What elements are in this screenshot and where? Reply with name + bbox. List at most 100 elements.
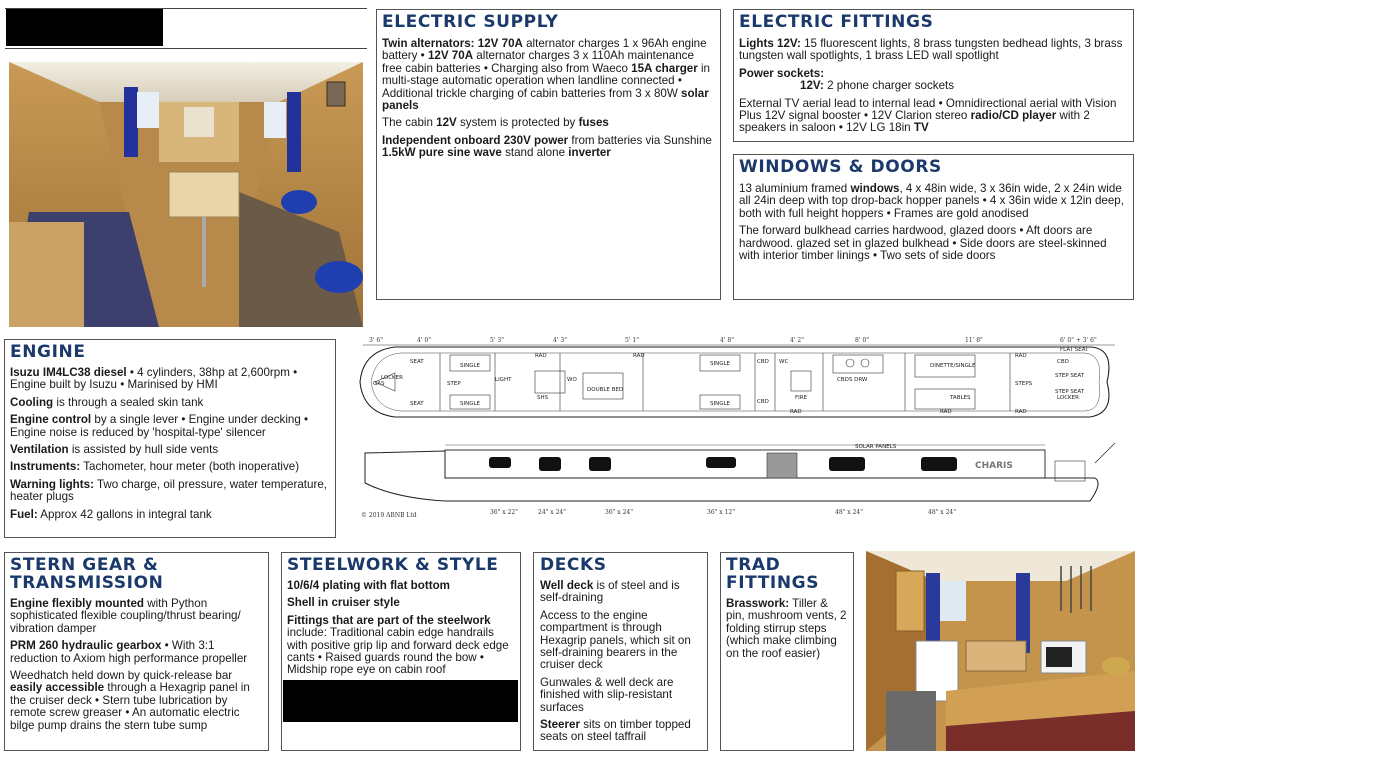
plan-label: RAD	[1015, 409, 1027, 415]
top-dimension: 5' 3"	[490, 337, 504, 344]
plan-label: WC	[779, 359, 788, 365]
plan-label: FLAT SEAT	[1060, 347, 1089, 353]
plan-label: DINETTE/SINGLE	[930, 363, 976, 369]
plan-label: CBDS DRW	[837, 377, 868, 383]
bold-run: fuses	[578, 116, 609, 130]
text-run: External TV aerial lead to internal lead…	[739, 96, 1117, 123]
section-paragraph: PRM 260 hydraulic gearbox • With 3:1 red…	[10, 639, 263, 665]
plan-label: RAD	[535, 353, 547, 359]
section-paragraph: Engine flexibly mounted with Python soph…	[10, 597, 263, 635]
section-paragraph: Instruments: Tachometer, hour meter (bot…	[10, 461, 330, 473]
bold-run: PRM 260 hydraulic gearbox	[10, 639, 162, 653]
redacted-title	[6, 9, 163, 46]
top-dimension: 11' 8"	[965, 337, 983, 344]
plan-label: LIGHT	[495, 377, 512, 383]
section-paragraph: Shell in cruiser style	[287, 597, 515, 609]
bold-run: Warning lights:	[10, 477, 94, 491]
plan-label: RAD	[633, 353, 645, 359]
text-run: is of steel and is self-draining	[540, 579, 680, 605]
electric-fittings-tv: External TV aerial lead to internal lead…	[739, 96, 1128, 135]
bold-run: Well deck	[540, 579, 594, 592]
engine-section: ENGINE Isuzu IM4LC38 diesel • 4 cylinder…	[4, 339, 336, 538]
bold-run: Steerer	[540, 718, 580, 732]
section-paragraph: Gunwales & well deck are finished with s…	[540, 675, 701, 714]
text-run: Approx 42 gallons in integral tank	[37, 507, 212, 521]
plan-label: SINGLE	[460, 363, 481, 369]
bold-run: 1.5kW pure sine wave	[382, 146, 502, 160]
bold-run: Engine flexibly mounted	[10, 597, 144, 610]
bold-run: Engine control	[10, 413, 92, 427]
boat-name: CHARIS	[975, 461, 1013, 471]
top-dimension: 6' 0" + 3' 6"	[1060, 337, 1097, 344]
section-paragraph: Steerer sits on timber topped seats on s…	[540, 718, 701, 744]
top-dimension: 4' 2"	[790, 337, 804, 344]
title-underline	[5, 48, 367, 49]
plan-label: SINGLE	[710, 361, 731, 367]
electric-supply-heading: ELECTRIC SUPPLY	[382, 12, 559, 32]
section-paragraph: Access to the engine compartment is thro…	[540, 608, 701, 672]
electric-fittings-heading: ELECTRIC FITTINGS	[739, 12, 934, 32]
text-run: alternator charges 1 x 96Ah engine batte…	[382, 37, 707, 63]
windows-doors-section: WINDOWS & DOORS 13 aluminium framed wind…	[733, 154, 1134, 300]
electric-fittings-lights: Lights 12V: 15 fluorescent lights, 8 bra…	[739, 37, 1128, 63]
top-rule	[5, 8, 367, 9]
bold-run: radio/CD player	[970, 109, 1057, 123]
plan-label: WO	[567, 377, 577, 383]
text-run: 13 aluminium framed	[739, 182, 851, 195]
top-dimension: 8' 0"	[855, 337, 869, 344]
text-run: alternator charges 3 x 110Ah maintenance…	[382, 49, 694, 75]
window-dimension: 24" x 24"	[538, 509, 566, 516]
bold-run: windows	[850, 182, 900, 195]
top-dimension: 3' 6"	[369, 337, 383, 344]
text-run: sits on timber topped seats on steel taf…	[540, 718, 691, 744]
top-dimension: 4' 0"	[417, 337, 431, 344]
plan-label: SHS	[537, 395, 549, 401]
bold-run: 12V	[436, 116, 457, 130]
bold-run: easily accessible	[10, 681, 105, 695]
engine-paragraphs: Isuzu IM4LC38 diesel • 4 cylinders, 38hp…	[10, 366, 330, 521]
windows-doors-heading: WINDOWS & DOORS	[739, 157, 942, 177]
trad-fittings-heading: TRAD FITTINGS	[726, 555, 820, 593]
engine-heading: ENGINE	[10, 342, 86, 362]
bold-run: 12V:	[800, 79, 824, 93]
top-dimension: 4' 8"	[720, 337, 734, 344]
text-run: • With 3:1 reduction to Axiom high perfo…	[10, 639, 248, 665]
text-run: from batteries via Sunshine	[568, 133, 712, 147]
section-paragraph: Warning lights: Two charge, oil pressure…	[10, 477, 330, 504]
decks-heading: DECKS	[540, 555, 607, 575]
top-dimension: 5' 1"	[625, 337, 639, 344]
electric-fittings-section: ELECTRIC FITTINGS Lights 12V: 15 fluores…	[733, 9, 1134, 142]
bold-run: Lights 12V:	[739, 37, 801, 50]
windows-doors-p2: The forward bulkhead carries hardwood, g…	[739, 225, 1128, 262]
text-run: system is protected by	[456, 116, 579, 130]
section-paragraph: Ventilation is assisted by hull side ven…	[10, 443, 330, 456]
text-run: include: Traditional cabin edge handrail…	[287, 626, 509, 677]
bold-run: Independent onboard 230V power	[382, 133, 569, 147]
section-paragraph: Well deck is of steel and is self-draini…	[540, 579, 701, 605]
text-run: Access to the engine compartment is thro…	[540, 608, 691, 672]
text-run: through a Hexagrip panel in the cruiser …	[10, 681, 250, 732]
section-paragraph: Isuzu IM4LC38 diesel • 4 cylinders, 38hp…	[10, 366, 330, 392]
section-paragraph: Fittings that are part of the steelwork …	[287, 613, 515, 677]
section-paragraph: Fuel: Approx 42 gallons in integral tank	[10, 507, 330, 521]
plan-label: FIRE	[795, 395, 808, 401]
window-dimension: 36" x 22"	[490, 509, 518, 516]
text-run: with 2 speakers in saloon • 12V LG 18in	[739, 109, 1090, 135]
bold-run: solar panels	[382, 86, 709, 113]
top-dimension: 4' 3"	[553, 337, 567, 344]
plan-label: LOCKER	[381, 375, 403, 381]
bold-run: Fittings that are part of the steelwork	[287, 613, 491, 627]
electric-supply-section: ELECTRIC SUPPLY Twin alternators: 12V 70…	[376, 9, 721, 300]
text-run: Gunwales & well deck are finished with s…	[540, 675, 674, 714]
bold-run: Brasswork:	[726, 597, 790, 610]
plan-label: STEP SEAT	[1055, 389, 1085, 395]
plan-label: LOCKER	[1057, 395, 1079, 401]
plan-label: RAD	[790, 409, 802, 415]
section-paragraph: Weedhatch held down by quick-release bar…	[10, 669, 263, 732]
stern-gear-section: STERN GEAR & TRANSMISSION Engine flexibl…	[4, 552, 269, 751]
bold-run: Shell in cruiser style	[287, 596, 400, 610]
windows-doors-p1: 13 aluminium framed windows, 4 x 48in wi…	[739, 182, 1128, 220]
stern-gear-paragraphs: Engine flexibly mounted with Python soph…	[10, 597, 263, 732]
text-run: Tachometer, hour meter (both inoperative…	[80, 460, 300, 474]
